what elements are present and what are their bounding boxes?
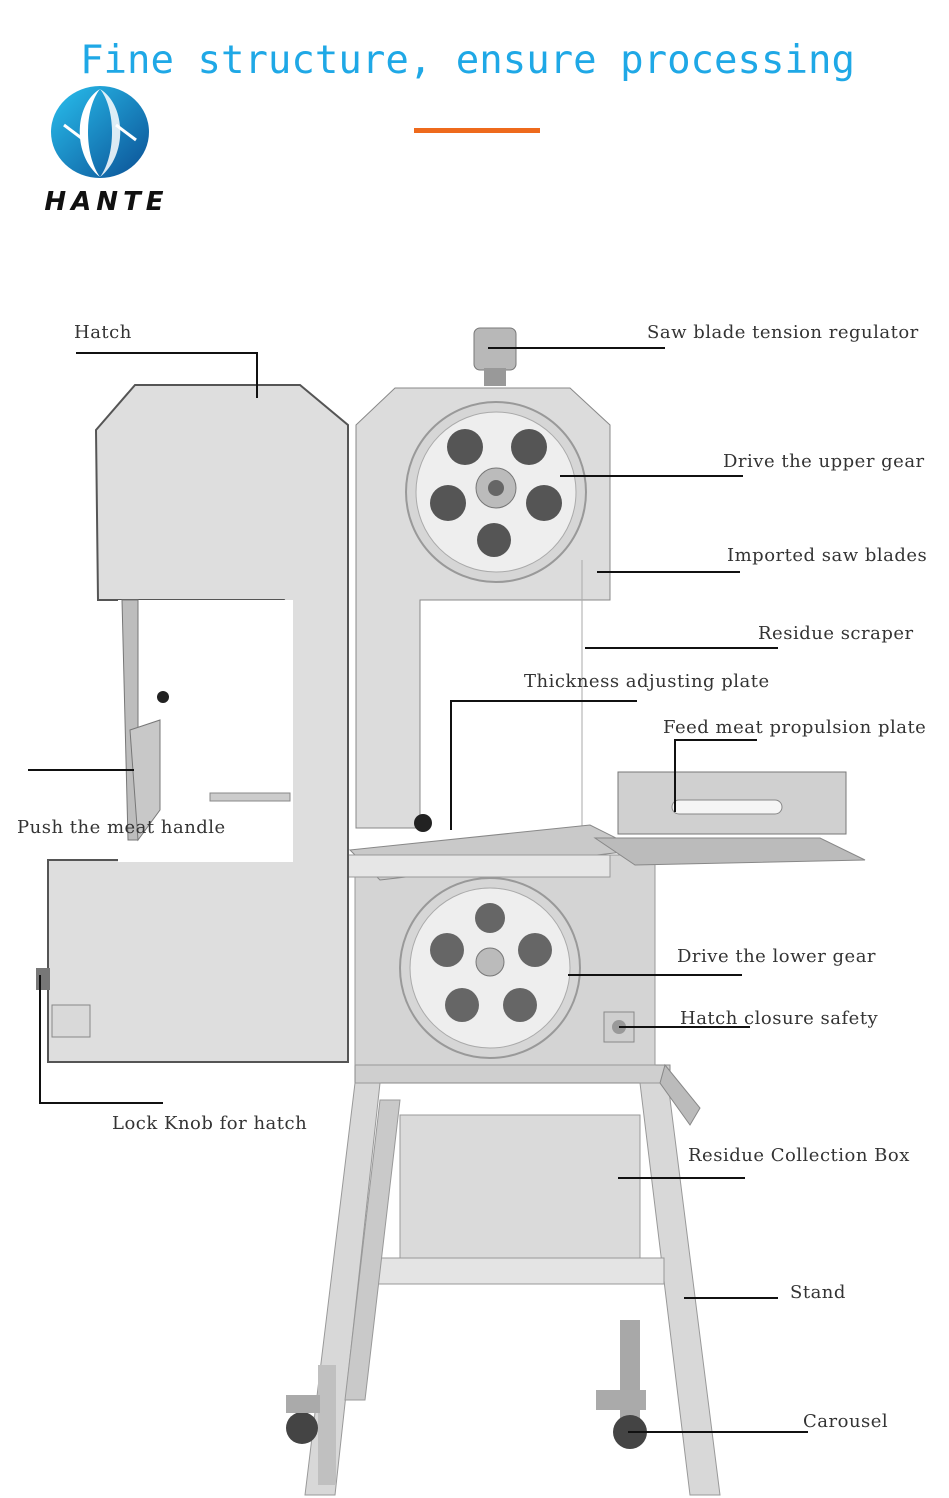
label-push-handle: Push the meat handle: [17, 817, 226, 838]
brand-logo: HANTE: [14, 85, 199, 217]
label-lock-knob: Lock Knob for hatch: [112, 1113, 308, 1134]
lower-wheel: [399, 877, 581, 1059]
label-saw-blades: Imported saw blades: [727, 545, 928, 566]
label-tension-regulator: Saw blade tension regulator: [647, 322, 919, 343]
label-feed-propulsion-plate: Feed meat propulsion plate: [663, 717, 927, 738]
hatch-door: [47, 384, 349, 1063]
page-title: Fine structure, ensure processing: [80, 38, 855, 83]
push-handle: [121, 599, 291, 842]
label-upper-gear: Drive the upper gear: [723, 451, 925, 472]
brand-name: HANTE: [44, 187, 169, 217]
title-accent-bar: [414, 128, 540, 133]
label-thickness-plate: Thickness adjusting plate: [524, 671, 770, 692]
hante-swirl-logo-icon: [51, 86, 149, 178]
label-hatch: Hatch: [74, 322, 132, 343]
label-residue-box: Residue Collection Box: [688, 1145, 910, 1166]
label-lower-gear: Drive the lower gear: [677, 946, 877, 967]
label-residue-scraper: Residue scraper: [758, 623, 914, 644]
stand-frame: [304, 1063, 721, 1496]
feed-plate: [593, 771, 866, 866]
upper-wheel: [405, 401, 587, 583]
label-hatch-safety: Hatch closure safety: [680, 1008, 879, 1029]
label-carousel: Carousel: [803, 1411, 889, 1432]
label-stand: Stand: [790, 1282, 846, 1303]
